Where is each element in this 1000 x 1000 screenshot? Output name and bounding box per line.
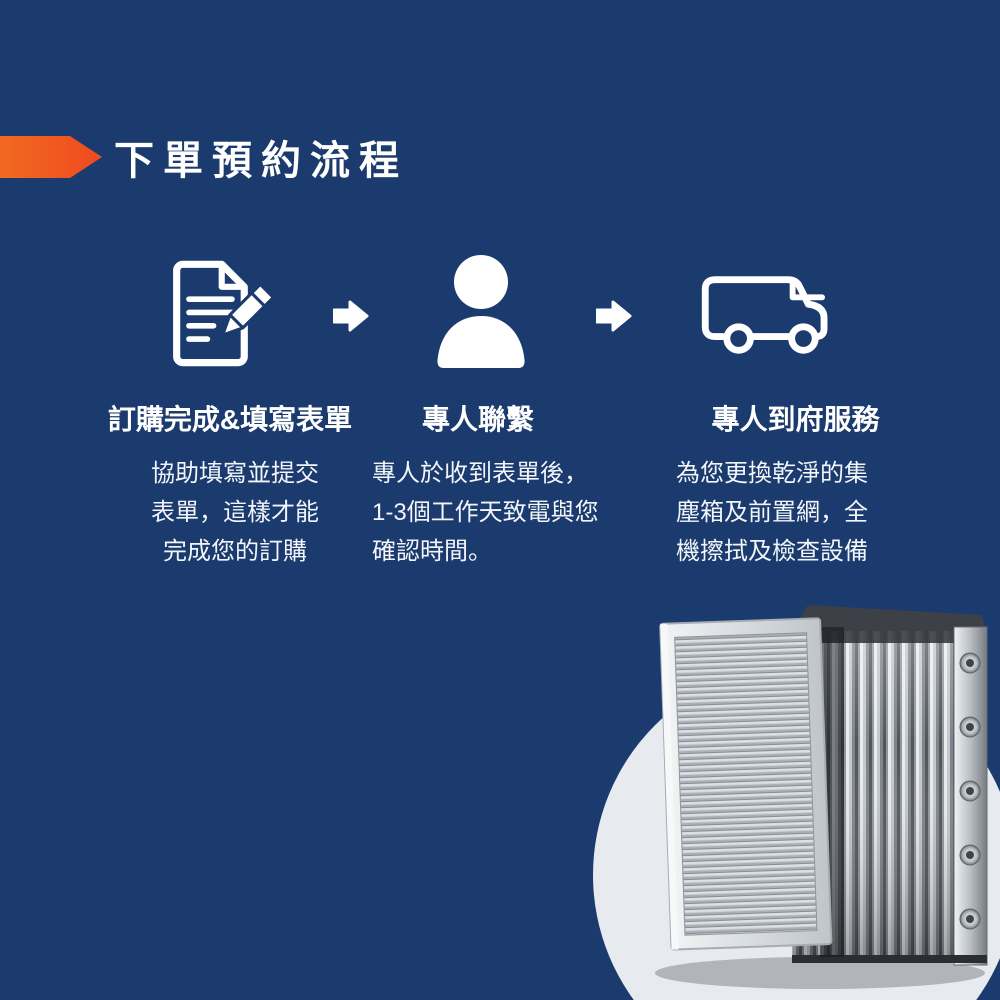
person-icon [426, 250, 536, 372]
step-description: 協助填寫並提交 表單，這樣才能 完成您的訂購 [151, 460, 319, 565]
step-description: 為您更換乾淨的集 塵箱及前置網，全 機擦拭及檢查設備 [676, 460, 868, 565]
step-description: 專人於收到表單後， 1-3個工作天致電與您 確認時間。 [372, 460, 599, 565]
product-shadow [655, 957, 985, 989]
truck-icon [693, 260, 851, 368]
step-label: 專人到府服務 [711, 404, 880, 435]
orange-arrow-ribbon [0, 136, 102, 178]
arrow-right-icon [333, 300, 369, 332]
arrow-right-icon [596, 300, 632, 332]
cam-lock-knobs [959, 652, 981, 930]
step-label: 訂購完成&填寫表單 [107, 404, 353, 435]
page-title: 下單預約流程 [114, 139, 408, 183]
document-pencil-icon [148, 250, 276, 378]
step-label: 專人聯繫 [421, 404, 534, 435]
product-photo [593, 605, 1000, 1000]
mesh-prefilter-panel [659, 617, 833, 951]
